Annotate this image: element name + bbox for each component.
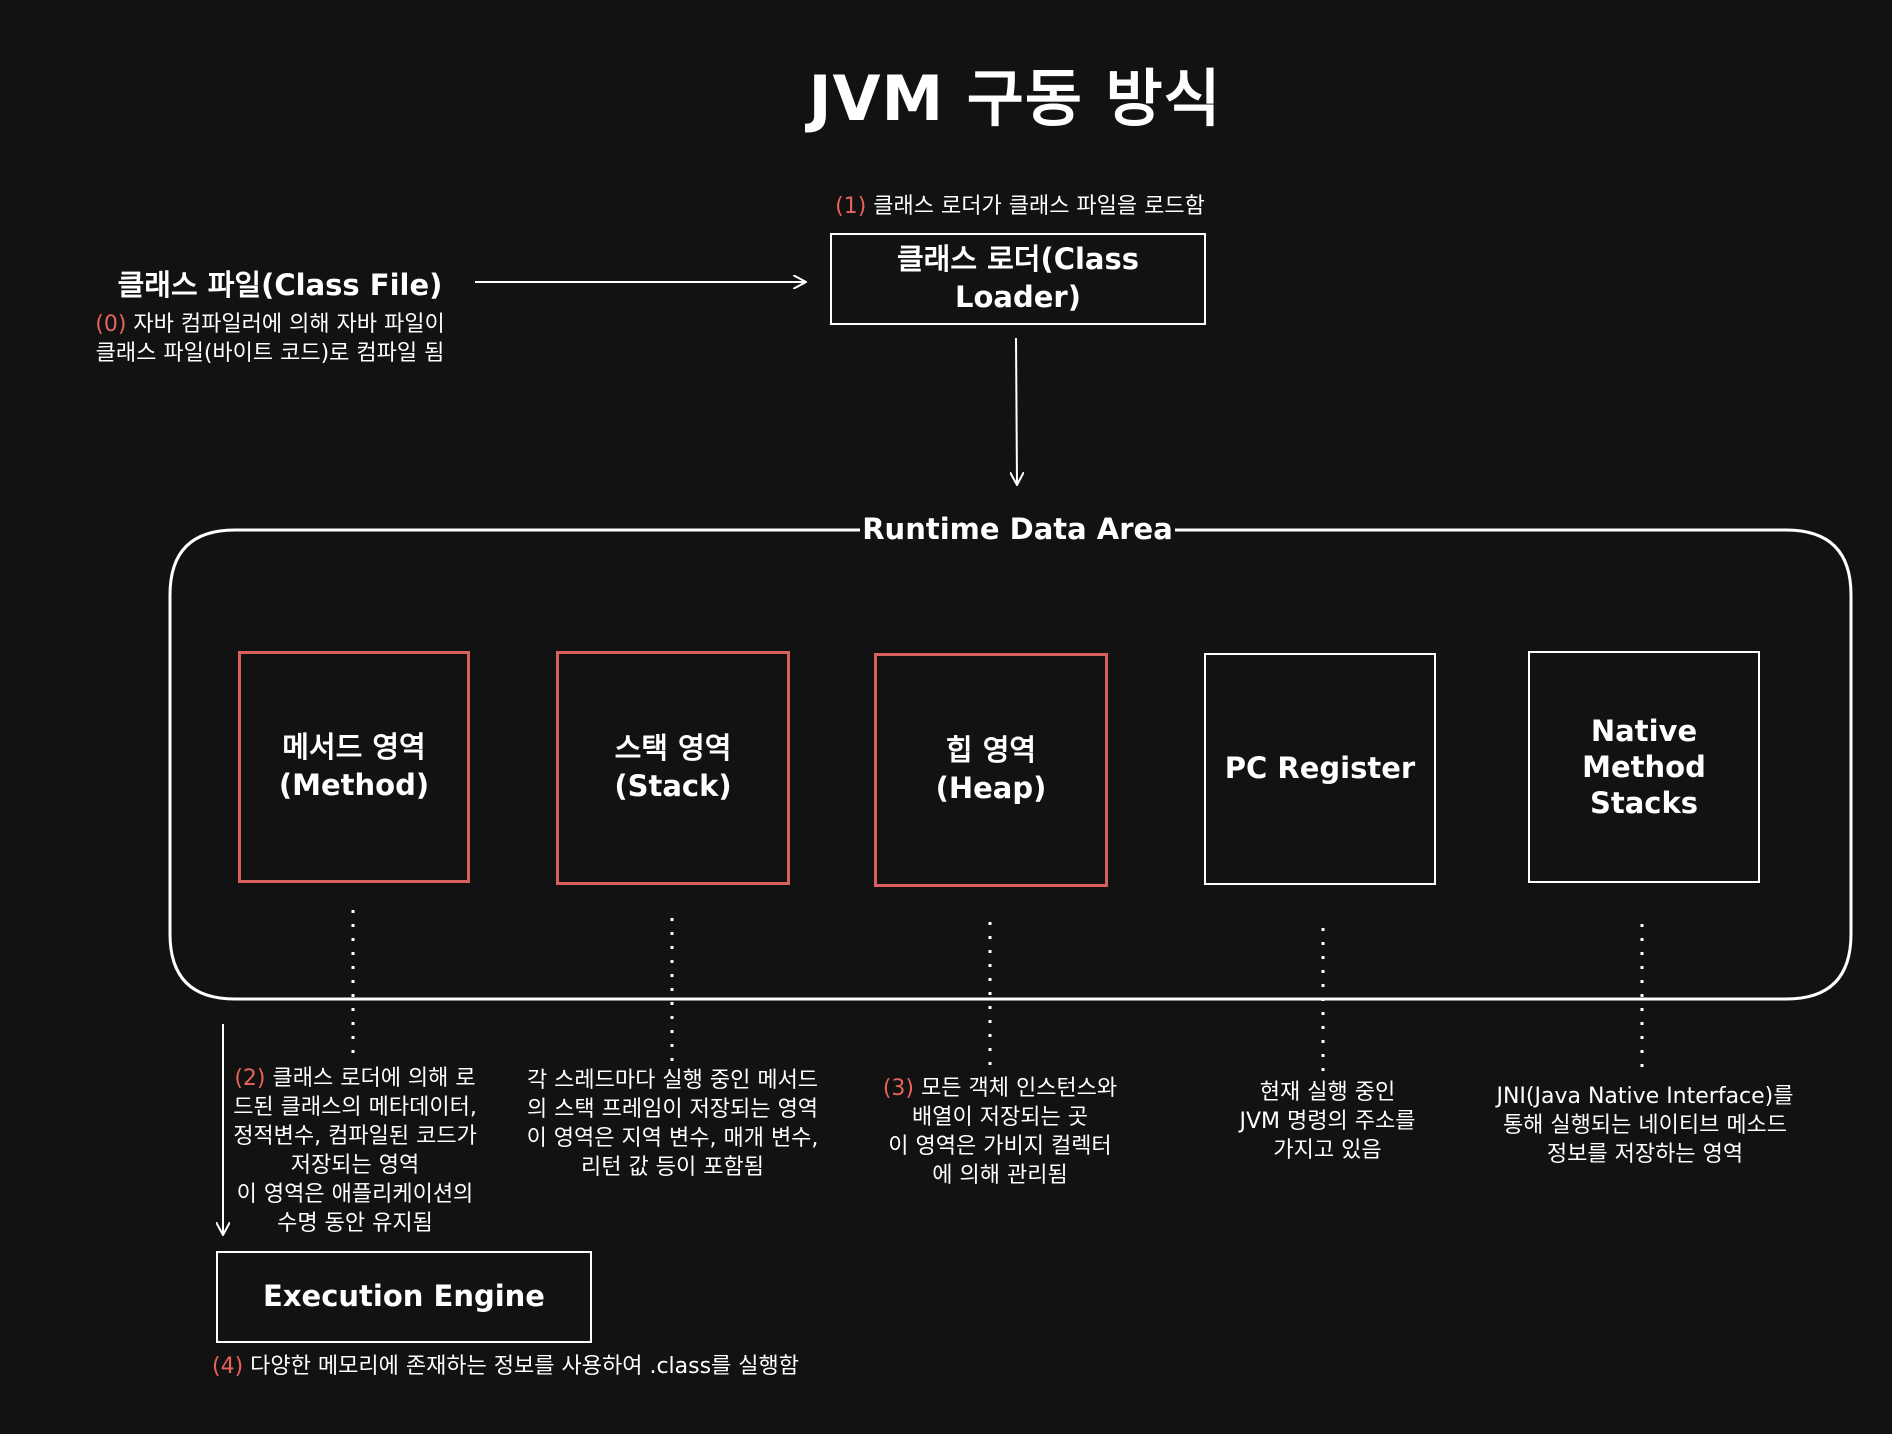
class-loader-box: 클래스 로더(Class Loader) [830,233,1206,325]
execution-engine-box: Execution Engine [216,1251,592,1343]
native-method-stacks-line3: Stacks [1589,786,1699,820]
pc-desc-text: 현재 실행 중인 JVM 명령의 주소를 가지고 있음 [1239,1080,1416,1163]
native-desc-text: JNI(Java Native Interface)를 통해 실행되는 네이티브… [1496,1084,1794,1167]
page-title: JVM 구동 방식 [808,62,1222,135]
native-method-stacks-line1: Native [1590,714,1698,748]
class-file-step: (0) [95,312,127,337]
native-method-stacks-desc: JNI(Java Native Interface)를 통해 실행되는 네이티브… [1470,1082,1820,1169]
native-method-stacks-box: Native Method Stacks [1528,651,1760,883]
method-area-label: 메서드 영역 [282,730,426,765]
class-file-desc-line1: 자바 컴파일러에 의해 자바 파일이 [126,312,445,337]
method-desc-text: 클래스 로더에 의해 로 드된 클래스의 메타데이터, 정적변수, 컴파일된 코… [233,1066,477,1236]
class-file-desc-line2: 클래스 파일(바이트 코드)로 컴파일 됨 [95,341,445,366]
heap-area-box: 힙 영역 (Heap) [874,653,1108,887]
method-area-desc: (2) 클래스 로더에 의해 로 드된 클래스의 메타데이터, 정적변수, 컴파… [210,1064,500,1238]
heap-desc-text: 모든 객체 인스턴스와 배열이 저장되는 곳 이 영역은 가비지 컬렉터 에 의… [888,1076,1118,1188]
method-area-box: 메서드 영역 (Method) [238,651,470,883]
execution-engine-desc-text: 다양한 메모리에 존재하는 정보를 사용하여 .class를 실행함 [243,1354,800,1379]
class-file-label: 클래스 파일(Class File) [117,268,443,302]
heap-area-sub: (Heap) [935,771,1047,805]
execution-engine-label: Execution Engine [263,1279,545,1314]
stack-desc-text: 각 스레드마다 실행 중인 메서드 의 스택 프레임이 저장되는 영역 이 영역… [526,1068,819,1180]
heap-desc-step: (3) [882,1076,915,1101]
pc-register-box: PC Register [1204,653,1436,885]
heap-area-label: 힙 영역 [945,733,1037,768]
class-loader-step: (1) [835,194,867,219]
class-loader-desc-text: 클래스 로더가 클래스 파일을 로드함 [866,194,1205,219]
class-loader-desc: (1) 클래스 로더가 클래스 파일을 로드함 [820,192,1220,221]
pc-register-label: PC Register [1224,751,1416,786]
heap-area-desc: (3) 모든 객체 인스턴스와 배열이 저장되는 곳 이 영역은 가비지 컬렉터… [855,1074,1145,1190]
class-loader-label: 클래스 로더(Class Loader) [896,242,1140,314]
stack-area-label: 스택 영역 [614,731,732,766]
method-desc-step: (2) [234,1066,266,1091]
stack-area-desc: 각 스레드마다 실행 중인 메서드 의 스택 프레임이 저장되는 영역 이 영역… [505,1066,840,1182]
execution-engine-step: (4) [212,1354,244,1379]
method-area-sub: (Method) [278,768,430,802]
stack-area-box: 스택 영역 (Stack) [556,651,790,885]
pc-register-desc: 현재 실행 중인 JVM 명령의 주소를 가지고 있음 [1200,1078,1455,1165]
native-method-stacks-line2: Method [1582,750,1706,784]
arrow-loader-to-runtime [1016,337,1017,484]
execution-engine-desc: (4) 다양한 메모리에 존재하는 정보를 사용하여 .class를 실행함 [212,1352,932,1381]
runtime-area-label: Runtime Data Area [862,512,1173,546]
stack-area-sub: (Stack) [614,769,732,803]
runtime-area-frame [168,528,1853,1001]
